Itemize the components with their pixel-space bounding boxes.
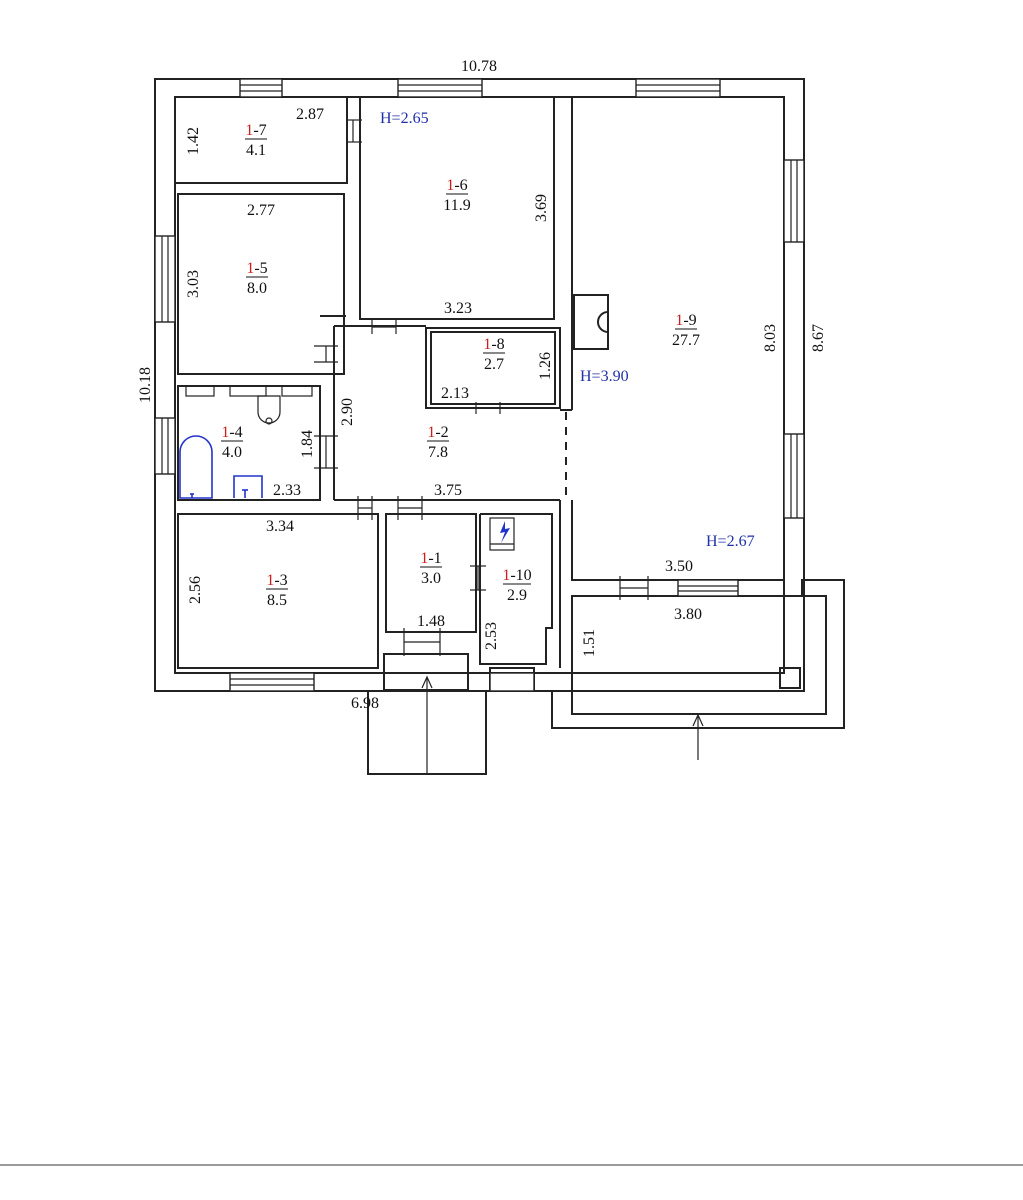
bottom-width-label: 6.98 — [351, 695, 379, 712]
height-label-2: H=3.90 — [580, 368, 629, 385]
toilet-icon — [257, 395, 281, 424]
dim-label: 3.69 — [533, 194, 550, 222]
dim-label: 3.75 — [434, 482, 462, 499]
height-label-1: H=2.65 — [380, 110, 429, 127]
room-number: 1-7 — [245, 122, 266, 139]
room-number: 1-1 — [420, 550, 441, 567]
room-label-1-1: 1-13.0 — [420, 550, 442, 587]
dim-label: 3.34 — [266, 518, 294, 535]
dim-label: 2.53 — [483, 622, 500, 650]
dim-label: 1.51 — [581, 629, 598, 657]
dim-label: 3.80 — [674, 606, 702, 623]
room-area: 7.8 — [428, 444, 448, 461]
room-area: 27.7 — [672, 332, 700, 349]
room-number: 1-10 — [502, 567, 531, 584]
room-area: 11.9 — [443, 197, 470, 214]
divider-line — [0, 1164, 1023, 1166]
dim-label: 1.48 — [417, 613, 445, 630]
dim-label: 8.67 — [810, 324, 827, 352]
overall-depth-label: 10.18 — [137, 367, 154, 403]
dim-label: 1.26 — [537, 352, 554, 380]
lightning-icon — [500, 521, 510, 543]
dim-label: 2.56 — [187, 576, 204, 604]
room-number: 1-5 — [246, 260, 267, 277]
room-label-1-3: 1-38.5 — [266, 572, 288, 609]
room-area: 8.5 — [267, 592, 287, 609]
bathroom-fixtures — [179, 385, 313, 499]
room-label-1-6: 1-6 11.9 — [443, 177, 470, 214]
dim-label: 2.33 — [273, 482, 301, 499]
room-label-1-9: 1-9 27.7 — [672, 312, 700, 349]
windows — [154, 78, 805, 692]
height-label-3: H=2.67 — [706, 533, 755, 550]
room-area: 8.0 — [247, 280, 267, 297]
dim-label: 3.23 — [444, 300, 472, 317]
room-number: 1-3 — [266, 572, 287, 589]
room-label-1-7: 1-74.1 — [245, 122, 267, 159]
dim-label: 2.77 — [247, 202, 275, 219]
room-dimensions: 2.87 1.42 3.69 3.23 2.77 3.03 1.26 2.13 … — [185, 106, 827, 657]
room-label-1-4: 1-44.0 — [221, 424, 243, 461]
room-number: 1-2 — [427, 424, 448, 441]
room-number: 1-8 — [483, 336, 504, 353]
room-area: 2.7 — [484, 356, 504, 373]
room-label-1-10: 1-10 2.9 — [502, 567, 531, 604]
room-number: 1-6 — [446, 177, 467, 194]
dim-label: 8.03 — [762, 324, 779, 352]
room-number: 1-9 — [675, 312, 696, 329]
dim-label: 2.87 — [296, 106, 324, 123]
boiler-fixture — [489, 517, 515, 551]
room-labels: 1-13.01-27.81-38.51-44.01-58.01-611.91-7… — [221, 122, 700, 609]
room-area: 3.0 — [421, 570, 441, 587]
dim-label: 2.13 — [441, 385, 469, 402]
room-label-1-2: 1-27.8 — [427, 424, 449, 461]
dim-label: 3.03 — [185, 270, 202, 298]
bathtub-icon — [179, 435, 213, 499]
room-area: 4.0 — [222, 444, 242, 461]
room-area: 2.9 — [507, 587, 527, 604]
room-number: 1-4 — [221, 424, 242, 441]
dim-label: 1.84 — [299, 430, 316, 458]
room-label-1-5: 1-58.0 — [246, 260, 268, 297]
dim-label: 2.90 — [339, 398, 356, 426]
sink-icon — [233, 475, 263, 498]
dim-label: 1.42 — [185, 127, 202, 155]
entrance-porch — [367, 675, 704, 775]
room-area: 4.1 — [246, 142, 266, 159]
room-label-1-8: 1-82.7 — [483, 336, 505, 373]
overall-width-label: 10.78 — [461, 58, 497, 75]
dim-label: 3.50 — [665, 558, 693, 575]
doors — [314, 119, 649, 656]
